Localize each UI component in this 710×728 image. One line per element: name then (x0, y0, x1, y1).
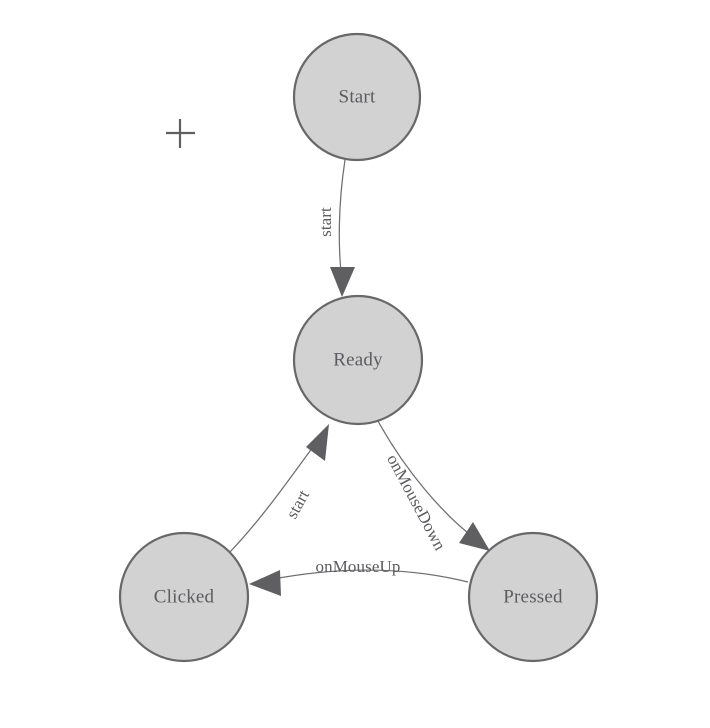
arrowhead-ready-to-pressed (459, 522, 490, 551)
edge-pressed-to-clicked[interactable]: onMouseUp (249, 557, 469, 596)
edge-label-start-to-ready: start (316, 207, 335, 237)
node-pressed[interactable]: Pressed (467, 531, 599, 663)
edge-path-clicked-to-ready[interactable] (229, 446, 314, 553)
node-circle-pressed[interactable] (467, 531, 599, 663)
node-start[interactable]: Start (292, 32, 422, 162)
edge-label-clicked-to-ready: start (282, 486, 313, 521)
edge-path-ready-to-pressed[interactable] (377, 420, 478, 541)
edge-path-start-to-ready[interactable] (338, 159, 346, 281)
edge-start-to-ready[interactable]: start (316, 159, 355, 297)
node-label-pressed: Pressed (503, 586, 563, 607)
node-label-start: Start (339, 86, 376, 107)
arrowhead-start-to-ready (330, 267, 355, 297)
arrowhead-pressed-to-clicked (249, 570, 281, 596)
edge-clicked-to-ready[interactable]: start (229, 424, 329, 553)
node-clicked[interactable]: Clicked (118, 531, 250, 663)
node-label-clicked: Clicked (154, 586, 215, 607)
edge-label-ready-to-pressed: onMouseDown (383, 451, 450, 554)
plus-marker-icon[interactable] (166, 119, 195, 148)
node-circle-clicked[interactable] (118, 531, 250, 663)
node-circle-start[interactable] (292, 32, 422, 162)
arrowhead-clicked-to-ready (306, 424, 329, 461)
edge-label-pressed-to-clicked: onMouseUp (316, 557, 401, 576)
edge-ready-to-pressed[interactable]: onMouseDown (377, 420, 490, 554)
node-circle-ready[interactable] (292, 294, 424, 426)
node-ready[interactable]: Ready (292, 294, 424, 426)
edge-path-pressed-to-clicked[interactable] (267, 569, 469, 583)
node-label-ready: Ready (333, 349, 383, 370)
